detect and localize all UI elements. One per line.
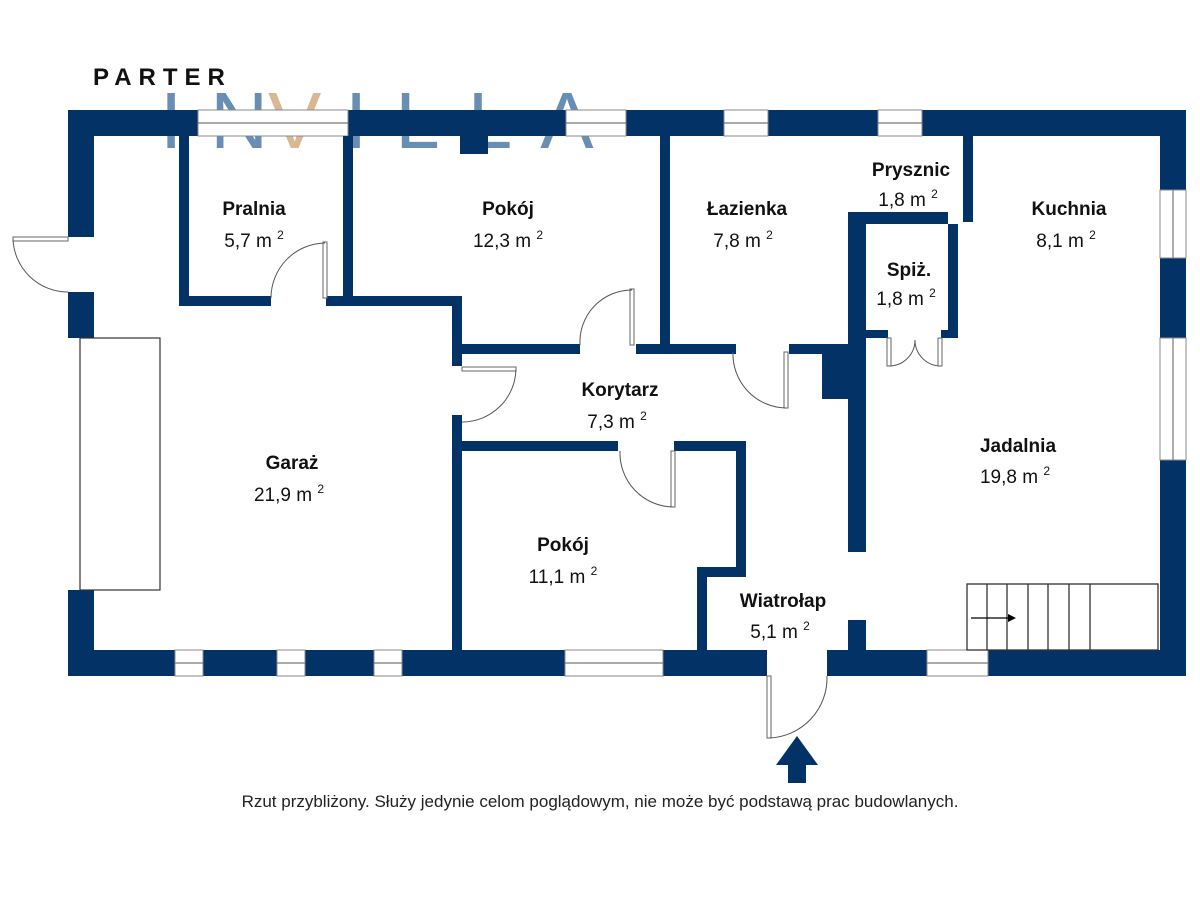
room-jadalnia: Jadalnia 19,8 m 2	[980, 436, 1056, 488]
floor-title: PARTER	[93, 64, 232, 91]
entrance-arrow-up-icon	[776, 736, 818, 783]
svg-text:Kuchnia: Kuchnia	[1032, 199, 1107, 220]
stairs-direction-arrow-icon	[971, 614, 1016, 622]
svg-text:Wiatrołap: Wiatrołap	[740, 591, 826, 612]
svg-text:11,1 m 2: 11,1 m 2	[529, 564, 598, 588]
door-entrance[interactable]	[766, 675, 828, 739]
svg-text:1,8 m 2: 1,8 m 2	[876, 286, 936, 310]
svg-text:7,3 m 2: 7,3 m 2	[587, 409, 647, 433]
room-garaz: Garaż 21,9 m 2	[254, 453, 324, 506]
stairs	[966, 583, 1159, 651]
room-prysznic: Prysznic 1,8 m 2	[872, 160, 951, 211]
room-lazienka: Łazienka 7,8 m 2	[707, 199, 788, 252]
svg-text:Pokój: Pokój	[537, 535, 589, 556]
room-pokoj-1: Pokój 12,3 m 2	[473, 199, 543, 252]
svg-text:Pokój: Pokój	[482, 199, 534, 220]
door-spiz[interactable]	[886, 337, 943, 367]
svg-text:8,1 m 2: 8,1 m 2	[1036, 228, 1096, 252]
svg-text:1,8 m 2: 1,8 m 2	[878, 187, 938, 211]
door-pralnia[interactable]	[270, 241, 328, 299]
interior-walls	[179, 136, 973, 657]
svg-text:21,9 m 2: 21,9 m 2	[254, 482, 324, 506]
svg-text:Spiż.: Spiż.	[887, 260, 931, 281]
svg-text:Pralnia: Pralnia	[222, 199, 286, 220]
entrance-opening	[767, 650, 827, 676]
disclaimer-text: Rzut przybliżony. Służy jedynie celom po…	[241, 792, 959, 811]
doors[interactable]	[270, 241, 943, 739]
svg-text:12,3 m 2: 12,3 m 2	[473, 228, 543, 252]
svg-text:5,1 m 2: 5,1 m 2	[750, 619, 810, 643]
door-lazienka[interactable]	[732, 351, 789, 409]
windows	[174, 109, 1187, 677]
door-pokoj-2[interactable]	[619, 450, 676, 508]
svg-text:19,8 m 2: 19,8 m 2	[980, 464, 1050, 488]
room-korytarz: Korytarz 7,3 m 2	[581, 380, 658, 433]
svg-text:Garaż: Garaż	[266, 453, 319, 474]
room-pralnia: Pralnia 5,7 m 2	[222, 199, 286, 252]
side-door-opening	[68, 237, 94, 292]
room-labels: Pralnia 5,7 m 2 Pokój 12,3 m 2 Łazienka …	[222, 160, 1107, 643]
door-pokoj-1[interactable]	[579, 288, 635, 346]
room-spiz: Spiż. 1,8 m 2	[876, 260, 936, 310]
svg-text:Łazienka: Łazienka	[707, 199, 788, 220]
room-wiatrolap: Wiatrołap 5,1 m 2	[740, 591, 826, 643]
svg-text:5,7 m 2: 5,7 m 2	[224, 228, 284, 252]
svg-text:7,8 m 2: 7,8 m 2	[713, 228, 773, 252]
garage-door[interactable]	[79, 337, 161, 591]
svg-text:Prysznic: Prysznic	[872, 160, 951, 181]
svg-text:Jadalnia: Jadalnia	[980, 436, 1056, 457]
door-garaz[interactable]	[461, 366, 517, 423]
side-door[interactable]	[12, 236, 69, 293]
room-kuchnia: Kuchnia 8,1 m 2	[1032, 199, 1107, 252]
svg-text:Korytarz: Korytarz	[581, 380, 658, 401]
room-pokoj-2: Pokój 11,1 m 2	[529, 535, 598, 588]
